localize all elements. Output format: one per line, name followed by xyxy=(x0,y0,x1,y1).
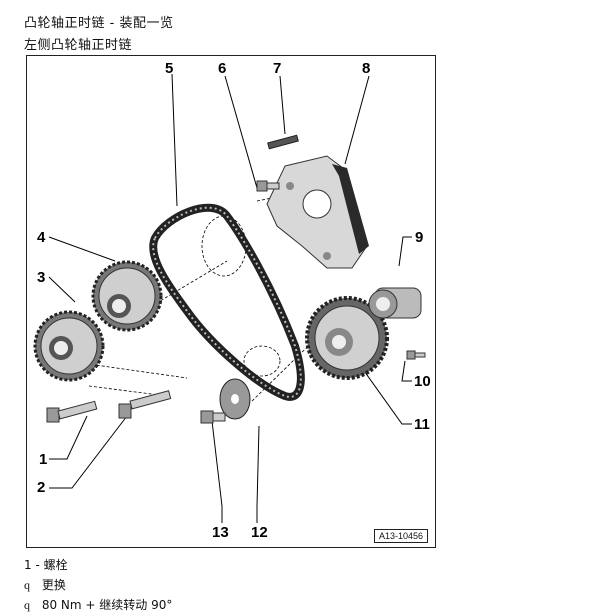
callout-5: 5 xyxy=(165,60,174,77)
callout-7: 7 xyxy=(273,60,282,77)
legend-note-text: 更换 xyxy=(41,578,66,592)
diagram-drawing xyxy=(33,73,426,523)
callout-12: 12 xyxy=(251,524,268,541)
bolt-2 xyxy=(46,400,98,423)
legend-note-text: 80 Nm + 继续转动 90° xyxy=(41,598,173,612)
page-subtitle: 左侧凸轮轴正时链 xyxy=(24,38,133,53)
legend-item-label: 螺栓 xyxy=(43,558,68,572)
callout-1: 1 xyxy=(39,451,48,468)
legend-bullet: q xyxy=(24,578,30,592)
washer-12 xyxy=(219,378,251,420)
callout-2: 2 xyxy=(37,479,46,496)
callout-9: 9 xyxy=(415,229,424,246)
callout-8: 8 xyxy=(362,60,371,77)
leader-lines xyxy=(48,73,412,523)
callout-10: 10 xyxy=(414,373,431,390)
bolt-1 xyxy=(118,390,172,419)
bolt-13 xyxy=(200,410,226,424)
bolt-10 xyxy=(406,350,426,360)
timing-chain xyxy=(149,203,305,401)
callout-13: 13 xyxy=(212,524,229,541)
legend-bullet: q xyxy=(24,598,30,612)
callout-3: 3 xyxy=(37,269,46,286)
page-title: 凸轮轴正时链 - 装配一览 xyxy=(24,16,174,31)
camshaft-adjuster-4 xyxy=(91,260,163,332)
chain-guide-housing xyxy=(266,155,369,269)
camshaft-adjuster-3 xyxy=(33,310,105,382)
drive-sprocket-11 xyxy=(305,296,389,380)
callout-4: 4 xyxy=(37,229,46,246)
legend-item-number: 1 - xyxy=(24,558,40,572)
exploded-view-diagram: 1 2 3 4 5 6 7 8 9 10 11 12 13 A13-10456 xyxy=(26,55,436,548)
legend-note-1: q 更换 xyxy=(24,576,66,593)
figure-reference-code: A13-10456 xyxy=(374,529,429,543)
chain-clip xyxy=(267,134,299,150)
legend-item-1: 1 - 螺栓 xyxy=(24,556,68,573)
legend-note-2: q 80 Nm + 继续转动 90° xyxy=(24,596,172,613)
bearing-pin-9 xyxy=(368,287,422,319)
callout-6: 6 xyxy=(218,60,227,77)
callout-11: 11 xyxy=(414,416,430,433)
bolt-6 xyxy=(256,180,280,192)
